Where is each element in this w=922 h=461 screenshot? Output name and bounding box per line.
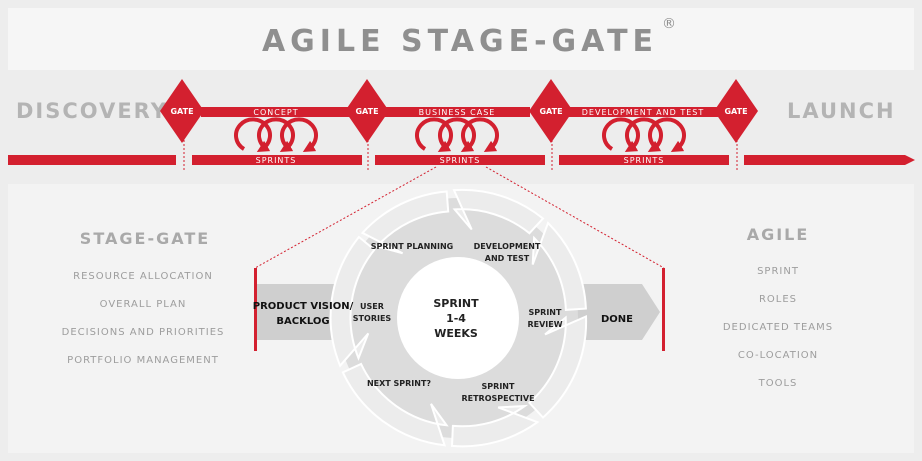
agile-item: SPRINT xyxy=(757,266,799,277)
stage-label-concept: CONCEPT xyxy=(253,108,298,117)
done-label: DONE xyxy=(601,314,633,325)
agile-item: CO-LOCATION xyxy=(738,350,818,361)
gate-3-label: GATE xyxy=(539,107,562,116)
segment-development xyxy=(452,188,545,235)
left-bracket-bar xyxy=(254,268,257,351)
backlog-label-line-2: BACKLOG xyxy=(276,316,329,327)
segment-retrospective xyxy=(527,314,588,419)
agile-item: ROLES xyxy=(759,294,797,305)
sprints-label-3: SPRINTS xyxy=(624,156,665,165)
discovery-label: DISCOVERY xyxy=(16,99,168,123)
segment-retrospective-lower xyxy=(450,404,540,448)
step-next-sprint: NEXT SPRINT? xyxy=(367,379,431,388)
timeline-segment xyxy=(8,155,176,165)
step-review-line-2: REVIEW xyxy=(527,320,562,329)
main-title: AGILE STAGE-GATE xyxy=(262,24,658,59)
agile-heading: AGILE xyxy=(747,225,810,244)
backlog-label-line-1: PRODUCT VISION/ xyxy=(253,301,354,312)
sprint-cycle xyxy=(329,188,588,448)
stage-bar-development xyxy=(565,107,718,117)
timeline xyxy=(8,140,915,170)
gate-4: GATE xyxy=(714,79,758,143)
gate-1-label: GATE xyxy=(170,107,193,116)
stage-gate-item: PORTFOLIO MANAGEMENT xyxy=(67,355,219,366)
step-development-line-2: AND TEST xyxy=(485,254,530,263)
segment-user-stories xyxy=(329,235,376,368)
sprint-loops-concept-icon xyxy=(234,117,318,153)
segment-review xyxy=(531,221,587,311)
sprints-label-1: SPRINTS xyxy=(256,156,297,165)
gate-2-label: GATE xyxy=(355,107,378,116)
step-retrospective-line-1: SPRINT xyxy=(482,382,515,391)
timeline-arrow xyxy=(744,155,915,165)
sprints-label-2: SPRINTS xyxy=(440,156,481,165)
stage-bar-concept xyxy=(201,107,351,117)
gate-2: GATE xyxy=(345,79,389,143)
stage-gate-item: RESOURCE ALLOCATION xyxy=(73,271,213,282)
registered-mark: ® xyxy=(662,16,676,32)
launch-label: LAUNCH xyxy=(787,99,896,123)
timeline-segment xyxy=(375,155,545,165)
stage-gate-item: DECISIONS AND PRIORITIES xyxy=(62,327,225,338)
step-user-stories-line-2: STORIES xyxy=(353,314,392,323)
step-retrospective-line-2: RETROSPECTIVE xyxy=(461,394,534,403)
timeline-segment xyxy=(192,155,362,165)
step-user-stories-line-1: USER xyxy=(360,302,384,311)
right-bracket-bar xyxy=(662,268,665,351)
stage-gate-item: OVERALL PLAN xyxy=(100,299,187,310)
step-development-line-1: DEVELOPMENT xyxy=(474,242,541,251)
zoom-line-left xyxy=(254,166,437,269)
gate-3: GATE xyxy=(529,79,573,143)
agile-item: DEDICATED TEAMS xyxy=(723,322,833,333)
step-sprint-planning: SPRINT PLANNING xyxy=(371,242,453,251)
title-band xyxy=(8,8,914,70)
gate-1: GATE xyxy=(160,79,204,143)
segment-next-sprint xyxy=(341,362,449,447)
timeline-segment xyxy=(559,155,729,165)
stage-label-development: DEVELOPMENT AND TEST xyxy=(582,108,704,117)
stage-bar-business-case xyxy=(385,107,530,117)
segment-sprint-planning xyxy=(360,190,450,255)
gate-4-label: GATE xyxy=(724,107,747,116)
step-review-line-1: SPRINT xyxy=(529,308,562,317)
cycle-center-line-1: SPRINT xyxy=(433,297,479,310)
cycle-center-line-2: 1-4 xyxy=(446,312,466,325)
sprint-loops-development-icon xyxy=(602,117,686,153)
stage-gate-heading: STAGE-GATE xyxy=(80,229,210,248)
agile-item: TOOLS xyxy=(758,378,798,389)
sprint-loops-business-case-icon xyxy=(415,117,499,153)
cycle-center xyxy=(397,257,519,379)
cycle-center-line-3: WEEKS xyxy=(434,327,478,340)
stage-label-business-case: BUSINESS CASE xyxy=(419,108,496,117)
